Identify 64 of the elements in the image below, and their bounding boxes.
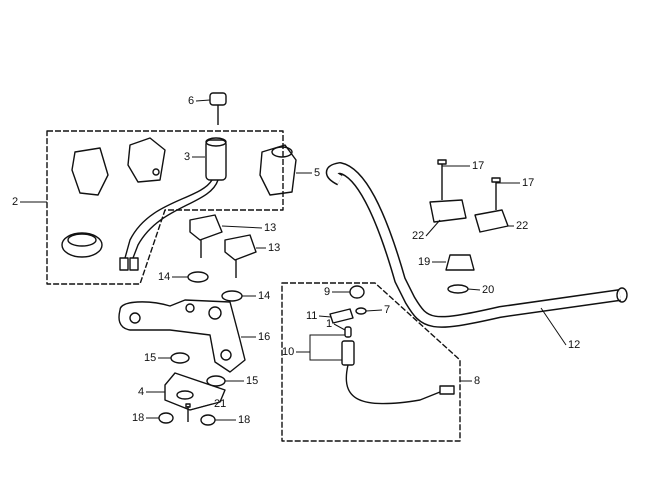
leader-line xyxy=(468,288,480,290)
callout-number: 8 xyxy=(474,375,480,387)
holder-drawing xyxy=(189,214,223,258)
nut-drawing xyxy=(200,414,216,426)
callout-number: 13 xyxy=(268,242,280,254)
ring-drawing xyxy=(355,307,367,315)
washer-drawing xyxy=(170,352,190,364)
callout-number: 21 xyxy=(214,398,226,410)
washer-drawing xyxy=(206,375,226,387)
leader-line xyxy=(190,404,212,410)
washer-drawing xyxy=(221,290,243,302)
callout-number: 5 xyxy=(314,167,320,179)
key-drawing xyxy=(209,92,227,125)
screw-drawing xyxy=(185,403,191,422)
callout-number: 18 xyxy=(132,412,144,424)
callout-number: 15 xyxy=(144,352,156,364)
leader-line xyxy=(296,352,342,360)
leader-line xyxy=(318,316,332,318)
callout-number: 6 xyxy=(188,95,194,107)
leader-line xyxy=(224,380,244,382)
callout-number: 9 xyxy=(324,286,330,298)
leader-line xyxy=(334,324,346,330)
callout-number: 2 xyxy=(12,196,18,208)
callout-number: 14 xyxy=(258,290,270,302)
callout-number: 11 xyxy=(306,310,318,322)
callout-number: 22 xyxy=(412,230,424,242)
callout-number: 4 xyxy=(138,386,144,398)
callout-number: 17 xyxy=(522,177,534,189)
leader-line xyxy=(196,100,210,102)
leader-line xyxy=(540,308,566,346)
bolt-drawing xyxy=(437,159,447,200)
leader-line xyxy=(222,226,262,228)
callout-number: 19 xyxy=(418,256,430,268)
handlebar-drawing xyxy=(326,162,628,328)
leader-line xyxy=(460,380,472,382)
leader-line xyxy=(296,172,312,174)
callout-number: 14 xyxy=(158,271,170,283)
bracket-drawing xyxy=(118,299,246,373)
callout-number: 1 xyxy=(326,318,332,330)
nut-drawing xyxy=(158,412,174,424)
leader-line xyxy=(172,276,188,278)
leader-line xyxy=(192,156,206,158)
washer-drawing xyxy=(187,271,209,283)
callout-number: 7 xyxy=(384,304,390,316)
callout-number: 18 xyxy=(238,414,250,426)
dashed-frame xyxy=(46,130,284,285)
callout-number: 17 xyxy=(472,160,484,172)
holder-drawing xyxy=(224,234,257,278)
leader-line xyxy=(426,220,440,236)
callout-number: 12 xyxy=(568,339,580,351)
callout-number: 10 xyxy=(282,346,294,358)
leader-line xyxy=(366,310,382,312)
callout-number: 15 xyxy=(246,375,258,387)
callout-number: 13 xyxy=(264,222,276,234)
callout-number: 20 xyxy=(482,284,494,296)
dashed-frame xyxy=(281,282,461,442)
leader-line xyxy=(240,336,256,338)
callout-number: 16 xyxy=(258,331,270,343)
switch-holder-drawing xyxy=(259,144,297,196)
callout-number: 22 xyxy=(516,220,528,232)
callout-number: 3 xyxy=(184,151,190,163)
cap-drawing xyxy=(349,285,365,299)
plate-drawing xyxy=(164,372,226,411)
leader-line xyxy=(496,182,520,184)
